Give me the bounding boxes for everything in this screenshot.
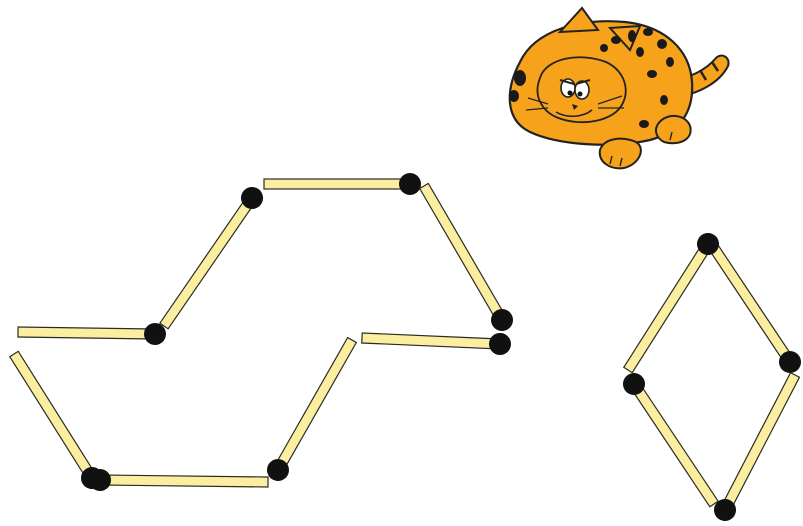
matchstick-body <box>274 338 357 473</box>
large-shape-matchstick-6[interactable] <box>5 348 107 493</box>
large-shape-matchstick-1[interactable] <box>264 173 421 195</box>
matchstick-body <box>362 333 500 349</box>
rhombus-matchstick-2[interactable] <box>710 370 803 525</box>
match-head <box>144 323 166 345</box>
large-hexagonal-shape <box>5 173 517 493</box>
match-head <box>399 173 421 195</box>
matchstick-body <box>630 381 718 507</box>
matchstick-body <box>160 195 256 329</box>
large-shape-matchstick-2[interactable] <box>414 180 517 335</box>
matchstick-body <box>721 373 800 513</box>
large-shape-matchstick-3[interactable] <box>362 327 512 355</box>
matchstick-body <box>264 179 410 189</box>
rhombus-shape <box>619 229 803 525</box>
large-shape-matchstick-5[interactable] <box>89 469 268 493</box>
large-shape-matchstick-8[interactable] <box>155 183 267 333</box>
rhombus-matchstick-4[interactable] <box>619 229 723 376</box>
rhombus-matchstick-3[interactable] <box>619 369 723 510</box>
matchstick-body <box>624 241 712 372</box>
matchstick-body <box>100 475 268 487</box>
cat-illustration <box>509 8 729 168</box>
large-shape-matchstick-7[interactable] <box>18 321 166 345</box>
matchstick-body <box>10 351 96 480</box>
matchstick-body <box>420 183 507 322</box>
matchstick-body <box>706 239 794 365</box>
matchstick-body <box>18 327 155 339</box>
match-head <box>489 333 512 356</box>
cat-paw-back <box>656 116 691 143</box>
cat-ear-left <box>560 8 598 32</box>
rhombus-matchstick-1[interactable] <box>701 236 803 377</box>
large-shape-matchstick-4[interactable] <box>263 335 362 485</box>
